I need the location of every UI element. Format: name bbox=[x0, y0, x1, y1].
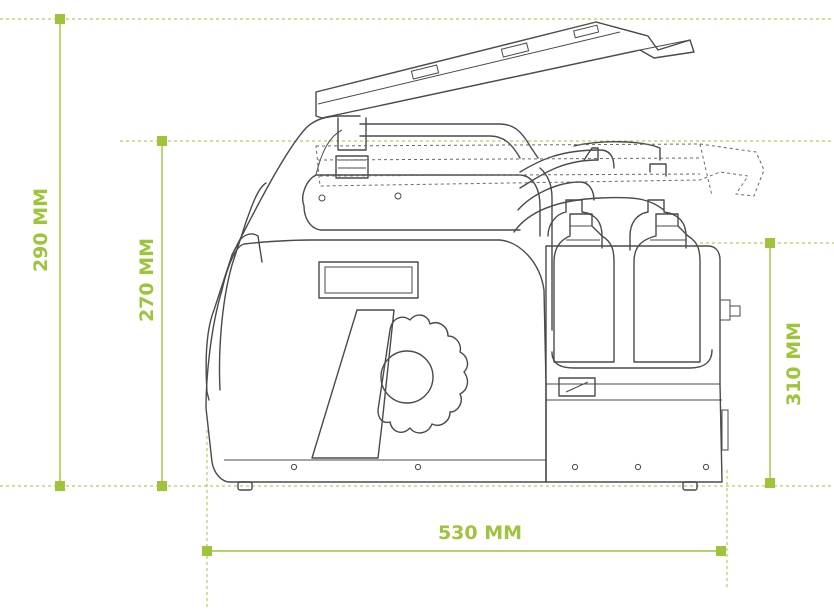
dim-290-label: 290 MM bbox=[30, 188, 52, 272]
top-plate bbox=[302, 174, 541, 237]
arm-beam bbox=[315, 21, 695, 119]
dim-310-label: 310 MM bbox=[783, 322, 805, 406]
tube-7 bbox=[649, 163, 667, 177]
dim-290-top-marker bbox=[55, 14, 65, 24]
left-side-panel bbox=[218, 182, 267, 391]
bottle-well bbox=[551, 349, 713, 369]
front-body bbox=[205, 239, 547, 483]
arm-slot-2 bbox=[500, 42, 530, 58]
dim-310-bottom-marker bbox=[765, 478, 775, 488]
screw-3 bbox=[571, 463, 579, 471]
sample-cylinder bbox=[335, 117, 369, 179]
dim-270-label: 270 MM bbox=[136, 238, 158, 322]
display-frame bbox=[318, 261, 419, 299]
rack-knob bbox=[719, 299, 731, 321]
arm-rail bbox=[359, 123, 539, 159]
dim-310-top-marker bbox=[765, 238, 775, 248]
top-screw-1 bbox=[318, 194, 326, 202]
top-screw-2 bbox=[394, 192, 402, 200]
gear-outline bbox=[377, 314, 469, 434]
arm-beam-edge bbox=[317, 31, 621, 119]
dimension-guides bbox=[0, 14, 834, 610]
display-screen bbox=[324, 266, 413, 294]
rack-knob-cap bbox=[729, 305, 741, 317]
machine-outline bbox=[205, 21, 765, 491]
top-plate-inner bbox=[315, 129, 343, 176]
screw-5 bbox=[702, 463, 710, 471]
rack-front-panel bbox=[546, 383, 722, 401]
dim-270-top-marker bbox=[157, 136, 167, 146]
tube-1 bbox=[519, 149, 615, 173]
dim-530-left-marker bbox=[202, 546, 212, 556]
logo-bracket bbox=[311, 309, 395, 459]
power-switch-rocker bbox=[565, 381, 589, 393]
tube-5 bbox=[573, 141, 661, 161]
screw-2 bbox=[414, 463, 422, 471]
dim-530-right-marker bbox=[716, 546, 726, 556]
power-switch bbox=[558, 377, 596, 397]
ghost-arm-position bbox=[315, 143, 765, 197]
dim-290-bottom-marker bbox=[55, 481, 65, 491]
ghost-arm-inner bbox=[317, 143, 713, 197]
sample-cylinder-rings bbox=[338, 159, 366, 169]
tube-4 bbox=[513, 196, 665, 233]
screw-4 bbox=[634, 463, 642, 471]
rack-side-slot bbox=[721, 409, 729, 451]
bottle-front-left bbox=[553, 213, 615, 363]
arm-handle-grip bbox=[595, 21, 691, 51]
dim-270-bottom-marker bbox=[157, 481, 167, 491]
tube-6 bbox=[583, 147, 599, 161]
bottle-back-left bbox=[547, 199, 603, 249]
bottle-front-right bbox=[633, 213, 701, 363]
gear-hub bbox=[380, 350, 434, 404]
arm-slot-3 bbox=[573, 24, 600, 39]
screw-1 bbox=[290, 463, 298, 471]
bottle-caps bbox=[566, 225, 686, 241]
tube-2 bbox=[519, 159, 599, 189]
rack-box bbox=[545, 245, 723, 483]
dim-530-label: 530 MM bbox=[438, 522, 522, 544]
arm-slot-1 bbox=[410, 64, 440, 80]
